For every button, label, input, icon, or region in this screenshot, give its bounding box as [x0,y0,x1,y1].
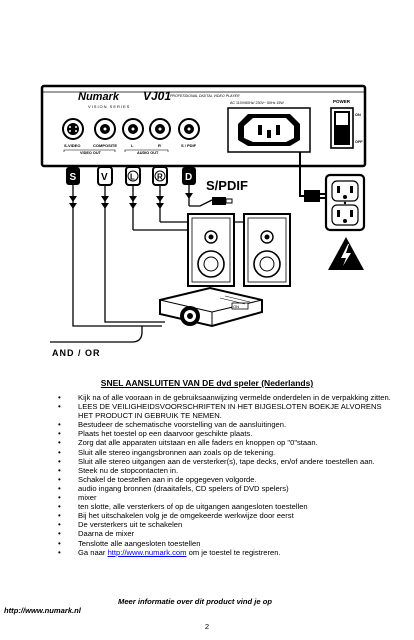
power-plug [304,190,320,202]
spdif-port-label: S / PDIF [181,143,197,148]
voltage-label: AC 110V/60Hz/ 230V~ 50Hz 15W [230,101,284,105]
list-item-register: Ga naar http://www.numark.com om je toes… [52,548,392,557]
product-label: PROFESSIONAL DIGITAL VIDEO PLAYER [170,94,240,98]
plug-letter-v: V [101,172,108,183]
plug-letter-s: S [70,172,77,183]
wall-outlet [324,173,366,232]
video-out-label: VIDEO OUT [80,151,102,155]
composite-label: COMPOSITE [93,143,117,148]
right-label: R [158,143,161,148]
list-item: Zorg dat alle apparaten uitstaan en alle… [52,438,392,447]
list-item: audio ingang bronnen (draaitafels, CD sp… [52,484,392,493]
list-item: LEES DE VEILIGHEIDSVOORSCHRIFTEN IN HET … [52,402,392,420]
projector: ON [159,286,263,328]
plug-s [66,167,80,185]
and-or-label: AND / OR [52,348,101,358]
dvd-player-rear-panel: Numark VISION SERIES VJ01 PROFESSIONAL D… [40,84,367,168]
list-item: Tenslotte alle aangesloten toestellen [52,539,392,548]
list-item: Steek nu de stopcontacten in. [52,466,392,475]
list-item: Sluit alle stereo ingangsbronnen aan zoa… [52,448,392,457]
register-text-after: om je toestel te registreren. [186,547,281,557]
instruction-list: Kijk na of alle vooraan in de gebruiksaa… [52,393,392,557]
signal-arrows [69,193,193,209]
off-label: OFF [355,140,363,144]
plug-d [182,167,196,185]
more-info-text: Meer informatie over dit product vind je… [118,597,273,606]
list-item: Plaats het toestel op een daarvoor gesch… [52,429,392,438]
page-number: 2 [204,622,210,631]
list-item: mixer [52,493,392,502]
plug-letter-l: L [130,173,135,182]
numark-link[interactable]: http://www.numark.com [107,547,187,557]
list-item: Schakel de toestellen aan in de opgegeve… [52,475,392,484]
connection-diagram: Numark VISION SERIES VJ01 PROFESSIONAL D… [40,84,367,358]
spdif-connector [212,197,226,205]
on-label: ON [355,113,361,117]
model-label: VJ01 [143,89,171,103]
speaker-left [187,213,235,287]
plug-row: S V L R D S/PDIF [66,166,248,193]
list-item: Bestudeer de schematische voorstelling v… [52,420,392,429]
spdif-big-label: S/PDIF [206,178,248,193]
projector-on-label: ON [233,304,239,309]
plug-letter-d: D [185,172,192,183]
plug-letter-r: R [157,173,163,182]
list-item: ten slotte, alle versterkers of op de ui… [52,502,392,511]
list-item: Kijk na of alle vooraan in de gebruiksaa… [52,393,392,402]
list-item: Daarna de mixer [52,529,392,538]
list-item: Sluit alle stereo uitgangen aan de verst… [52,457,392,466]
register-text-before: Ga naar [78,547,108,557]
document-title: SNEL AANSLUITEN VAN DE dvd speler (Neder… [100,378,314,388]
speaker-right [243,213,291,287]
power-label: POWER [333,99,351,104]
list-item: Bij het uitschakelen volg je de omgekeer… [52,511,392,520]
svideo-label: S-VIDEO [64,143,80,148]
warning-triangle [328,237,364,270]
left-label: L [131,143,134,148]
audio-out-label: AUDIO OUT [137,151,159,155]
brand-logo: Numark [78,91,120,103]
list-item: De versterkers uit te schakelen [52,520,392,529]
series-label: VISION SERIES [88,104,130,109]
site-url: http://www.numark.nl [4,606,81,615]
